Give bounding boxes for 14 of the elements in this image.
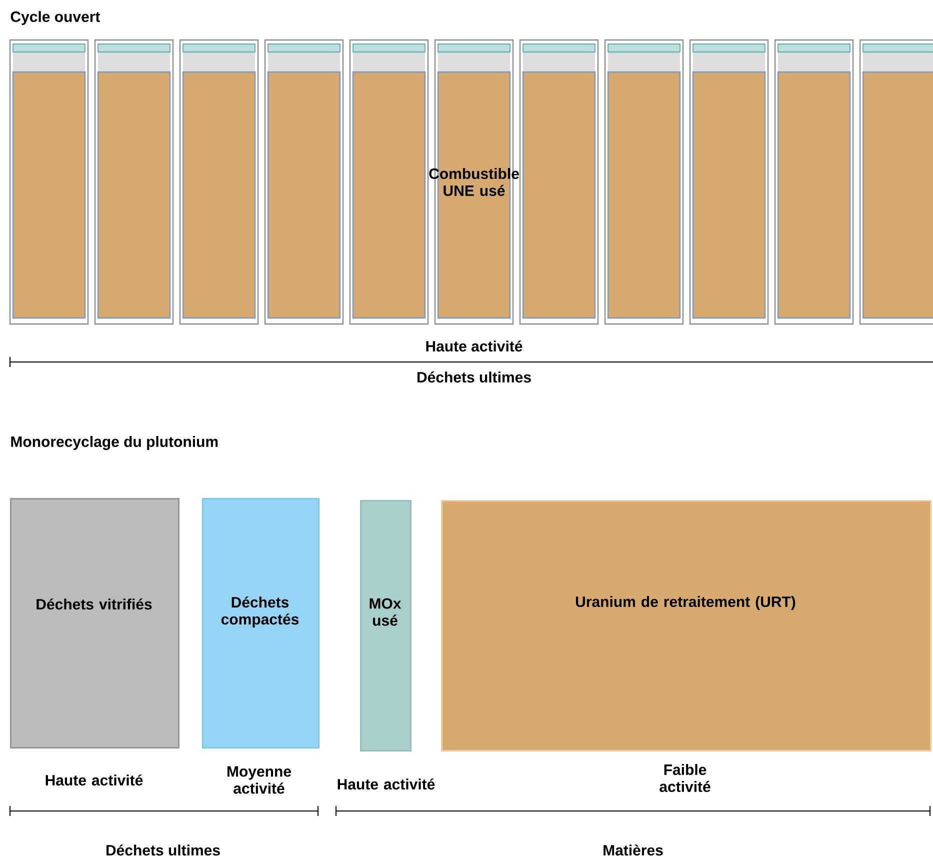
waste-block: Déchets compactés [202,498,320,748]
section-heading: Cycle ouvert [10,11,100,25]
activity-label: Faible activité [660,764,710,792]
material-block: Uranium de retraitement (URT) [441,500,932,752]
waste-block: Déchets vitrifiés [10,498,180,748]
bracket-label: Haute activité [426,340,522,352]
bracket-label: Déchets ultimes [418,371,531,383]
activity-label: Haute activité [46,774,143,786]
bracket-label: Déchets ultimes [106,844,220,856]
activity-label: Haute activité [338,778,435,790]
bracket-label: Matières [604,844,663,856]
section-heading: Monorecyclage du plutonium [11,436,218,450]
fuel-block: MOx usé [360,500,412,752]
activity-label: Moyenne activité [228,766,291,794]
